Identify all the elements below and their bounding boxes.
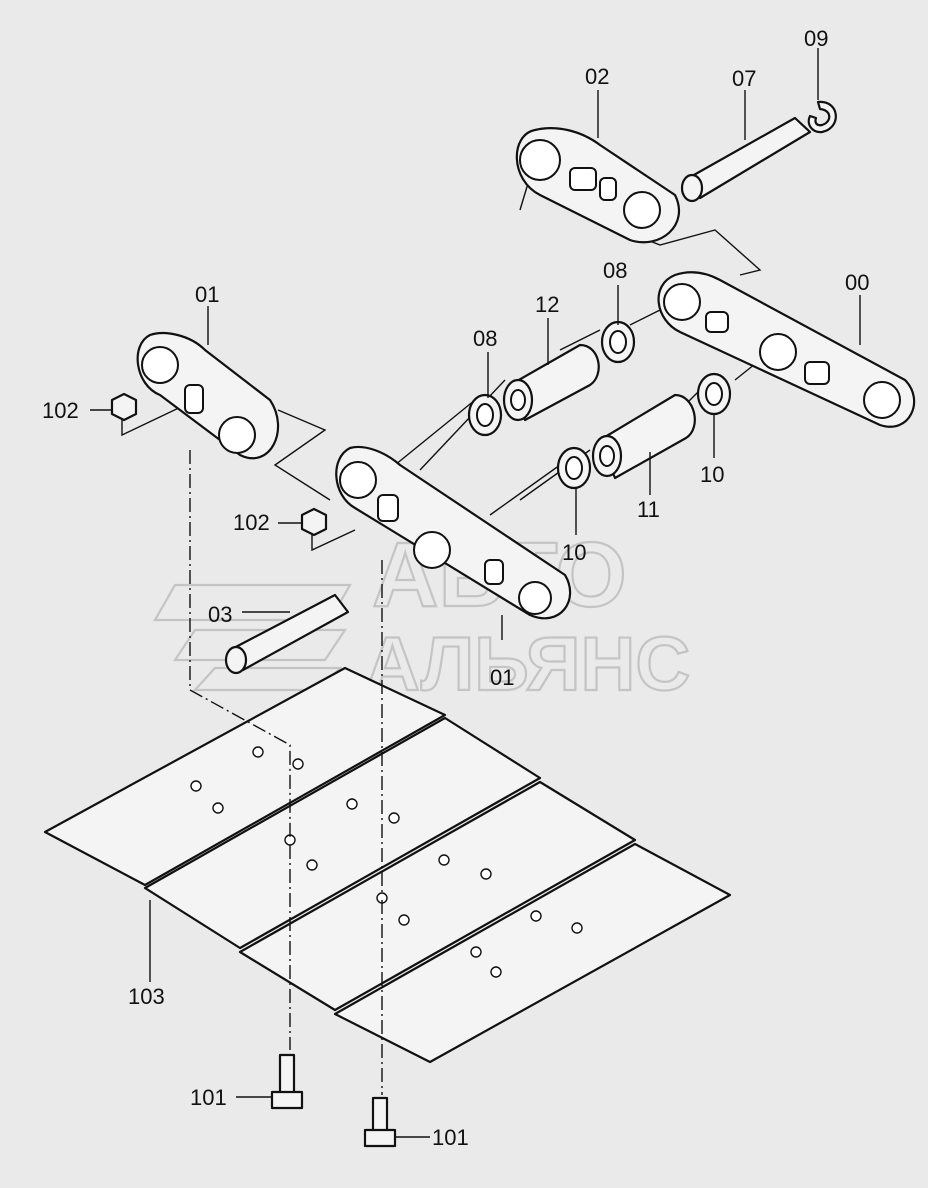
bushing-11 [591, 393, 696, 480]
callout-102-center: 102 [233, 510, 270, 535]
callout-08-right: 08 [603, 258, 627, 283]
track-link-01-center [335, 445, 572, 620]
track-shoe-plates [43, 666, 732, 1064]
pin-07 [680, 116, 812, 203]
callout-11: 11 [637, 497, 660, 522]
track-shoe-3 [238, 780, 637, 1012]
callout-101-left: 101 [190, 1085, 227, 1110]
nut-102-center [300, 507, 328, 537]
callout-10-left: 10 [562, 540, 586, 565]
track-shoe-1 [43, 666, 447, 887]
callout-12: 12 [535, 292, 559, 317]
bolt-101-left [270, 1053, 304, 1110]
seal-10-left [556, 446, 592, 490]
watermark-line2: АЛЬЯНС [365, 622, 690, 707]
shoe-bolt-holes [190, 746, 583, 978]
nut-102-left [110, 392, 138, 422]
track-link-01-left [136, 332, 280, 460]
callout-labels: 00 01 01 02 03 07 08 08 09 10 10 11 12 1… [42, 26, 869, 1150]
callout-103: 103 [128, 984, 165, 1009]
seal-10-right [696, 372, 732, 416]
seal-08-right [600, 320, 636, 364]
track-shoe-2 [143, 716, 542, 950]
callout-02: 02 [585, 64, 609, 89]
callout-09: 09 [804, 26, 828, 51]
callout-01-left: 01 [195, 282, 219, 307]
snap-ring-09 [807, 100, 837, 134]
bolt-101-right [363, 1096, 397, 1148]
seal-08-left [467, 393, 503, 437]
pin-03 [224, 593, 350, 675]
callout-101-right: 101 [432, 1125, 469, 1150]
track-link-02 [515, 127, 681, 244]
track-shoe-4 [333, 842, 732, 1064]
callout-10-right: 10 [700, 462, 724, 487]
callout-07: 07 [732, 66, 756, 91]
callout-03: 03 [208, 602, 232, 627]
leader-lines [90, 48, 861, 1138]
bushing-12 [502, 343, 600, 422]
callout-00: 00 [845, 270, 869, 295]
callout-01-center: 01 [490, 665, 514, 690]
callout-102-left: 102 [42, 398, 79, 423]
track-link-00 [657, 271, 916, 428]
callout-08-left: 08 [473, 326, 497, 351]
